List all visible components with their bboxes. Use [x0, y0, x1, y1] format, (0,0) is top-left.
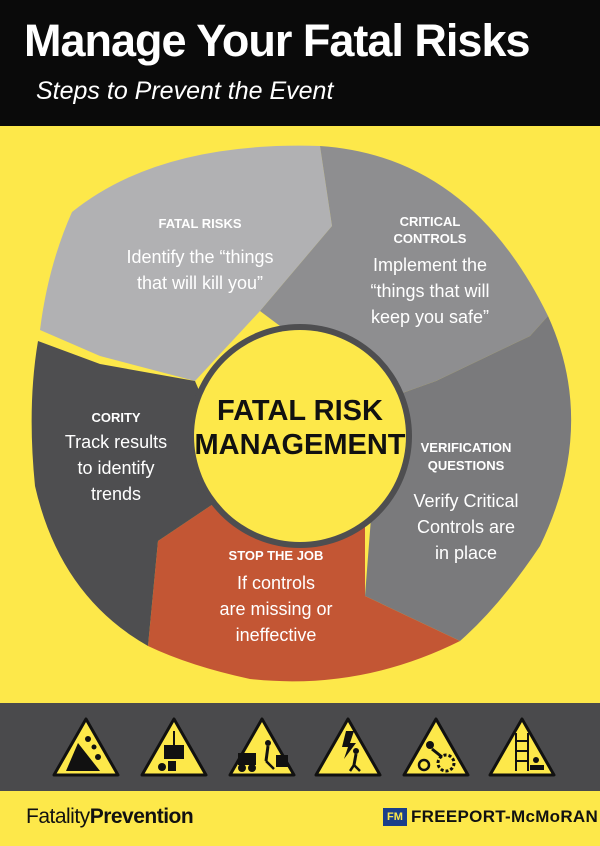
page-subtitle: Steps to Prevent the Event: [36, 77, 334, 105]
critical-controls-heading-1: CRITICAL: [400, 214, 461, 229]
critical-controls-body-3: keep you safe”: [371, 307, 489, 327]
suspended-load-hazard-icon: [140, 717, 208, 777]
cority-heading: CORITY: [91, 410, 140, 425]
fatality-prevention-label-part-2: Prevention: [89, 805, 194, 828]
cority-body-1: Track results: [65, 432, 167, 452]
center-label-line-1: FATAL RISK: [217, 395, 383, 427]
machine-entanglement-hazard-icon: [402, 717, 470, 777]
fatal-risks-body-2: that will kill you”: [137, 273, 263, 293]
rockfall-hazard-icon: [52, 717, 120, 777]
brand-mark-letters: FM: [387, 811, 403, 823]
fatality-prevention-label-part-1: Fatality: [26, 805, 90, 828]
fatal-risks-heading: FATAL RISKS: [158, 216, 241, 231]
verification-heading-1: VERIFICATION: [421, 440, 512, 455]
critical-controls-heading-2: CONTROLS: [394, 231, 467, 246]
stop-the-job-body-3: ineffective: [236, 625, 317, 645]
vehicle-collision-hazard-icon: [228, 717, 296, 777]
segment-fatal-risks: [40, 145, 332, 381]
verification-body-1: Verify Critical: [413, 491, 518, 511]
stop-the-job-heading: STOP THE JOB: [229, 548, 324, 563]
fall-from-height-hazard-icon: [488, 717, 556, 777]
critical-controls-body-1: Implement the: [373, 255, 487, 275]
footer: FatalityPrevention FM FREEPORT-McMoRAN: [0, 791, 600, 846]
fatal-risks-body-1: Identify the “things: [126, 247, 273, 267]
center-hub: [194, 330, 406, 542]
hazard-icon-band: [0, 703, 600, 791]
segment-cority: [31, 341, 241, 646]
cority-body-3: trends: [91, 484, 141, 504]
verification-heading-2: QUESTIONS: [428, 458, 505, 473]
electrical-hazard-icon: [314, 717, 382, 777]
hazard-icons: [52, 717, 556, 777]
segment-stop-the-job: [148, 486, 460, 682]
freeport-mcmoran-wordmark: FREEPORT-McMoRAN: [411, 807, 599, 826]
center-label-line-2: MANAGEMENT: [194, 429, 405, 461]
header-bar: Manage Your Fatal Risks Steps to Prevent…: [0, 0, 600, 126]
stop-the-job-body-2: are missing or: [219, 599, 332, 619]
risk-management-wheel: FATAL RISK MANAGEMENT FATAL RISKS Identi…: [31, 145, 572, 682]
page-title: Manage Your Fatal Risks: [24, 15, 531, 66]
cority-body-2: to identify: [77, 458, 154, 478]
verification-body-3: in place: [435, 543, 497, 563]
fatality-prevention-label: FatalityPrevention: [26, 805, 194, 829]
critical-controls-body-2: “things that will: [370, 281, 489, 301]
freeport-mcmoran-logo-mark: FM: [383, 808, 407, 826]
stop-the-job-body-1: If controls: [237, 573, 315, 593]
segment-verification-questions: [365, 316, 572, 641]
verification-body-2: Controls are: [417, 517, 515, 537]
